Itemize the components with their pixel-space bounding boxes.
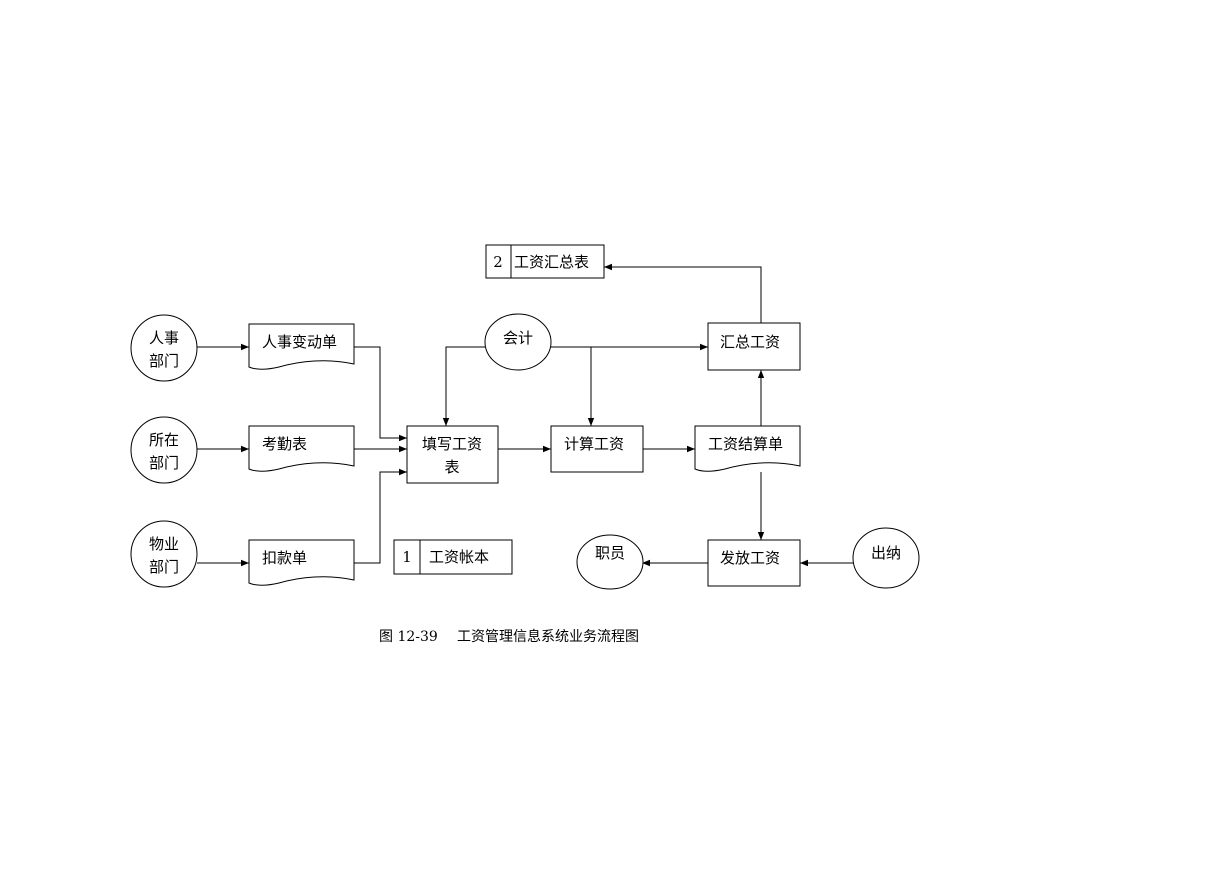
store-payroll-summary-label: 工资汇总表 <box>514 253 589 271</box>
process-pay-salary: 发放工资 <box>707 539 801 587</box>
figure-caption: 图 12-39 工资管理信息系统业务流程图 <box>379 628 639 645</box>
doc-deduction-form-label: 扣款单 <box>262 549 307 567</box>
flow-accountant-to-fill <box>442 346 486 426</box>
connectors <box>197 263 854 567</box>
process-summarize-salary-label: 汇总工资 <box>720 333 780 351</box>
entity-personnel-dept-line2: 部门 <box>149 352 179 370</box>
process-fill-payroll: 填写工资 表 <box>406 425 499 484</box>
entity-employee: 职员 <box>576 534 644 590</box>
store-payroll-ledger-label: 工资帐本 <box>429 548 489 566</box>
flow-change-form-to-fill <box>354 346 407 442</box>
entity-local-dept-line2: 部门 <box>149 454 179 472</box>
entity-local-dept: 所在 部门 <box>130 416 198 484</box>
process-fill-payroll-line2: 表 <box>444 458 459 476</box>
figure-title: 工资管理信息系统业务流程图 <box>457 628 639 645</box>
entity-cashier: 出纳 <box>852 527 920 589</box>
entity-personnel-dept: 人事 部门 <box>130 314 198 382</box>
store-payroll-summary: 2 工资汇总表 <box>485 244 605 279</box>
flow-summarize-to-summary-store <box>604 263 762 323</box>
doc-deduction-form: 扣款单 <box>248 539 355 586</box>
entity-personnel-dept-line1: 人事 <box>149 329 179 347</box>
doc-attendance-sheet: 考勤表 <box>248 425 355 472</box>
store-payroll-summary-id: 2 <box>493 253 503 271</box>
doc-personnel-change-form: 人事变动单 <box>248 323 355 370</box>
doc-attendance-sheet-label: 考勤表 <box>262 435 307 453</box>
entity-employee-label: 职员 <box>595 544 625 562</box>
process-calculate-salary-label: 计算工资 <box>564 435 624 453</box>
process-pay-salary-label: 发放工资 <box>720 549 780 567</box>
entity-cashier-label: 出纳 <box>871 544 901 562</box>
process-summarize-salary: 汇总工资 <box>707 322 801 371</box>
doc-payroll-settlement: 工资结算单 <box>694 425 801 472</box>
flow-deduction-to-fill <box>354 468 407 564</box>
process-fill-payroll-line1: 填写工资 <box>422 435 482 453</box>
entity-accountant-label: 会计 <box>503 329 533 347</box>
entity-accountant: 会计 <box>484 313 552 371</box>
entity-property-dept-line1: 物业 <box>149 535 179 553</box>
process-calculate-salary: 计算工资 <box>550 425 644 473</box>
entity-property-dept: 物业 部门 <box>130 520 198 588</box>
store-payroll-ledger-id: 1 <box>402 548 412 566</box>
entity-property-dept-line2: 部门 <box>149 558 179 576</box>
store-payroll-ledger: 1 工资帐本 <box>393 539 513 575</box>
doc-payroll-settlement-label: 工资结算单 <box>708 435 783 453</box>
doc-personnel-change-form-label: 人事变动单 <box>262 333 337 351</box>
figure-number: 图 12-39 <box>379 629 438 645</box>
entity-local-dept-line1: 所在 <box>149 431 179 449</box>
